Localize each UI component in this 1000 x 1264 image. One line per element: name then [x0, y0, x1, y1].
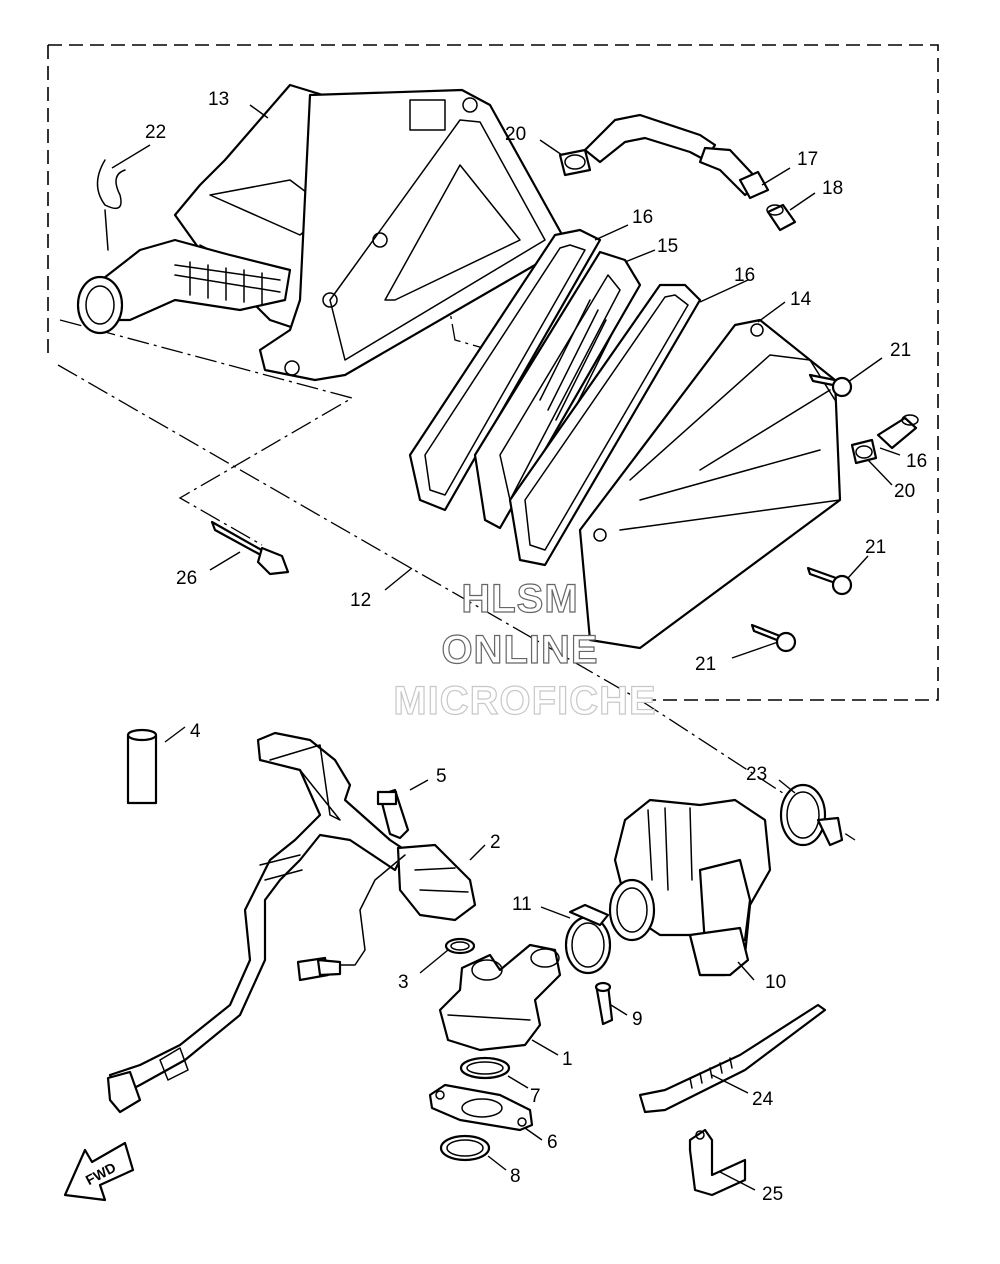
assembly-border [47, 44, 939, 701]
fwd-arrow: FWD [63, 1141, 135, 1202]
intake-manifold [438, 943, 562, 1052]
callout-16-front: 16 [734, 265, 755, 286]
bolt [210, 520, 290, 576]
hose-clip-lower [850, 438, 878, 465]
callout-8: 8 [510, 1166, 521, 1187]
hose-clip-upper [558, 148, 592, 177]
wire-clip [688, 1128, 747, 1197]
fuel-hose [106, 731, 407, 1114]
watermark-line2: ONLINE [441, 628, 598, 672]
callout-9: 9 [632, 1009, 643, 1030]
cable-tie [638, 1003, 827, 1114]
air-cleaner-cap [578, 318, 842, 650]
seal-rear [408, 228, 602, 512]
air-filter-element [473, 250, 642, 530]
callout-20-upper: 20 [505, 124, 526, 145]
o-ring-middle [459, 1056, 511, 1080]
callout-14: 14 [790, 289, 812, 310]
sleeve-joint [126, 728, 158, 805]
callout-6: 6 [547, 1132, 558, 1153]
callout-11: 11 [512, 894, 532, 915]
callout-25: 24 [752, 1089, 774, 1110]
callout-10: 10 [765, 972, 786, 993]
callout-labels: 13 22 20 17 18 16 15 16 14 21 16 20 21 2… [145, 89, 927, 1205]
centerline-bolt [59, 319, 354, 546]
watermark-line1: HLSM [461, 577, 578, 621]
throttle-body [608, 798, 772, 977]
screw-lower [750, 623, 797, 653]
drain-plug [876, 414, 919, 450]
sensor [376, 788, 410, 840]
callout-24: 26 [176, 568, 197, 589]
fuel-injector [296, 843, 477, 982]
leader-lines [111, 104, 901, 1191]
callout-5: 5 [436, 766, 447, 787]
callout-2: 2 [490, 832, 501, 853]
callout-4: 4 [190, 721, 201, 742]
callout-21-a: 21 [890, 340, 911, 361]
callout-1: 1 [562, 1049, 573, 1070]
screw-middle [806, 566, 853, 596]
callout-20-lower: 20 [894, 481, 915, 502]
callout-17: 16 [906, 451, 927, 472]
manifold-screw [594, 981, 614, 1026]
callout-13: 13 [208, 89, 229, 110]
callout-3: 3 [398, 972, 409, 993]
callout-21-b: 21 [865, 537, 886, 558]
callout-19: 18 [822, 178, 843, 199]
gasket [428, 1083, 534, 1132]
callout-15: 15 [657, 236, 678, 257]
watermark-line3: MICROFICHE [393, 679, 656, 723]
callout-26: 25 [762, 1184, 783, 1205]
o-ring-small [444, 937, 476, 955]
callout-16-rear: 16 [632, 207, 653, 228]
callout-22: 22 [145, 122, 166, 143]
callout-18: 17 [797, 149, 818, 170]
screw-upper [808, 373, 853, 398]
callout-7: 7 [530, 1086, 541, 1107]
throttle-joint-clamp [779, 783, 844, 847]
seal-front [508, 283, 702, 567]
breather-plug [766, 203, 797, 232]
callout-21-c: 21 [695, 654, 716, 675]
breather-hose [583, 113, 770, 200]
callout-12: 12 [350, 590, 371, 611]
intake-snorkel [76, 159, 292, 335]
hose-clamp [564, 903, 612, 975]
callout-23: 23 [746, 764, 767, 785]
